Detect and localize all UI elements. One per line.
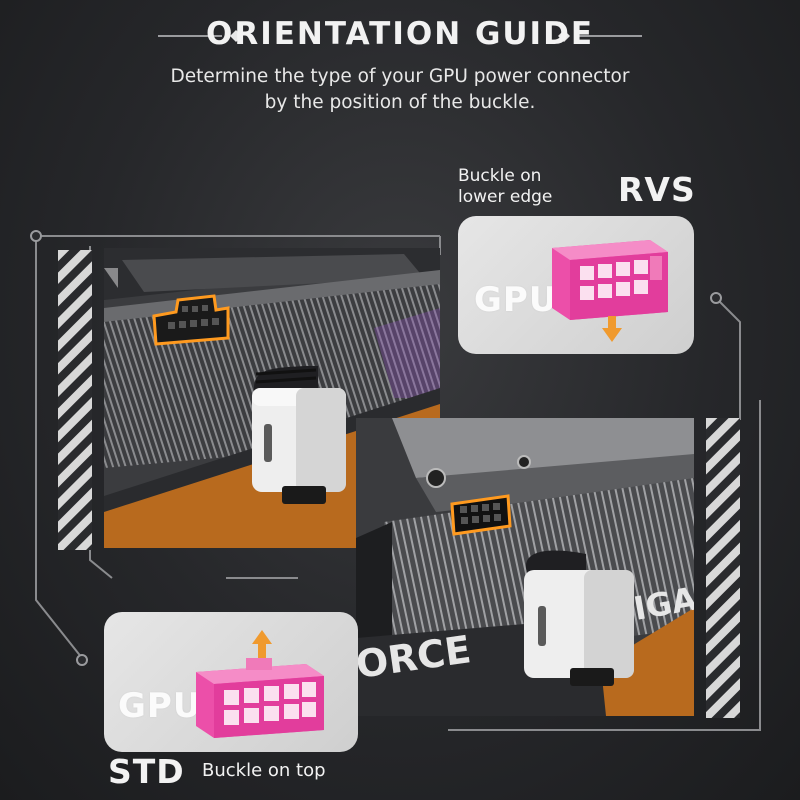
std-card: GPU	[104, 612, 358, 752]
rvs-description-line-1: Buckle on	[458, 166, 542, 186]
white-connector-left	[252, 388, 346, 504]
diamond-ornament-left-icon	[230, 30, 242, 42]
hazard-stripes-right-icon	[706, 418, 740, 718]
std-card-gpu-label: GPU	[118, 686, 202, 726]
subtitle: Determine the type of your GPU power con…	[0, 64, 800, 116]
title-row: ORIENTATION GUIDE	[0, 14, 800, 58]
frame-node	[710, 292, 722, 304]
hazard-stripes-left-icon	[58, 250, 92, 550]
highlighted-socket-right	[450, 494, 512, 536]
frame-node	[76, 654, 88, 666]
std-description: Buckle on top	[202, 760, 326, 781]
std-connector-icon	[196, 630, 324, 738]
diamond-ornament-right-icon	[558, 30, 570, 42]
gpu-photo-right: ORCE IGA	[356, 418, 694, 716]
rvs-description-line-2: lower edge	[458, 187, 553, 207]
rvs-connector-icon	[552, 240, 668, 342]
subtitle-line-1: Determine the type of your GPU power con…	[170, 66, 630, 87]
subtitle-line-2: by the position of the buckle.	[264, 92, 536, 113]
white-connector-right	[524, 570, 634, 686]
title-ornaments	[158, 30, 642, 42]
highlighted-socket-left	[152, 294, 230, 346]
arrow-up-icon	[252, 630, 272, 660]
frame-node	[30, 230, 42, 242]
rvs-card-gpu-label: GPU	[474, 280, 558, 320]
rvs-description: Buckle on lower edge	[458, 166, 552, 208]
page-title: ORIENTATION GUIDE	[205, 16, 595, 52]
std-tag: STD	[108, 752, 185, 791]
rvs-card: GPU	[458, 216, 694, 354]
arrow-down-icon	[602, 316, 622, 342]
rvs-tag: RVS	[618, 170, 696, 209]
